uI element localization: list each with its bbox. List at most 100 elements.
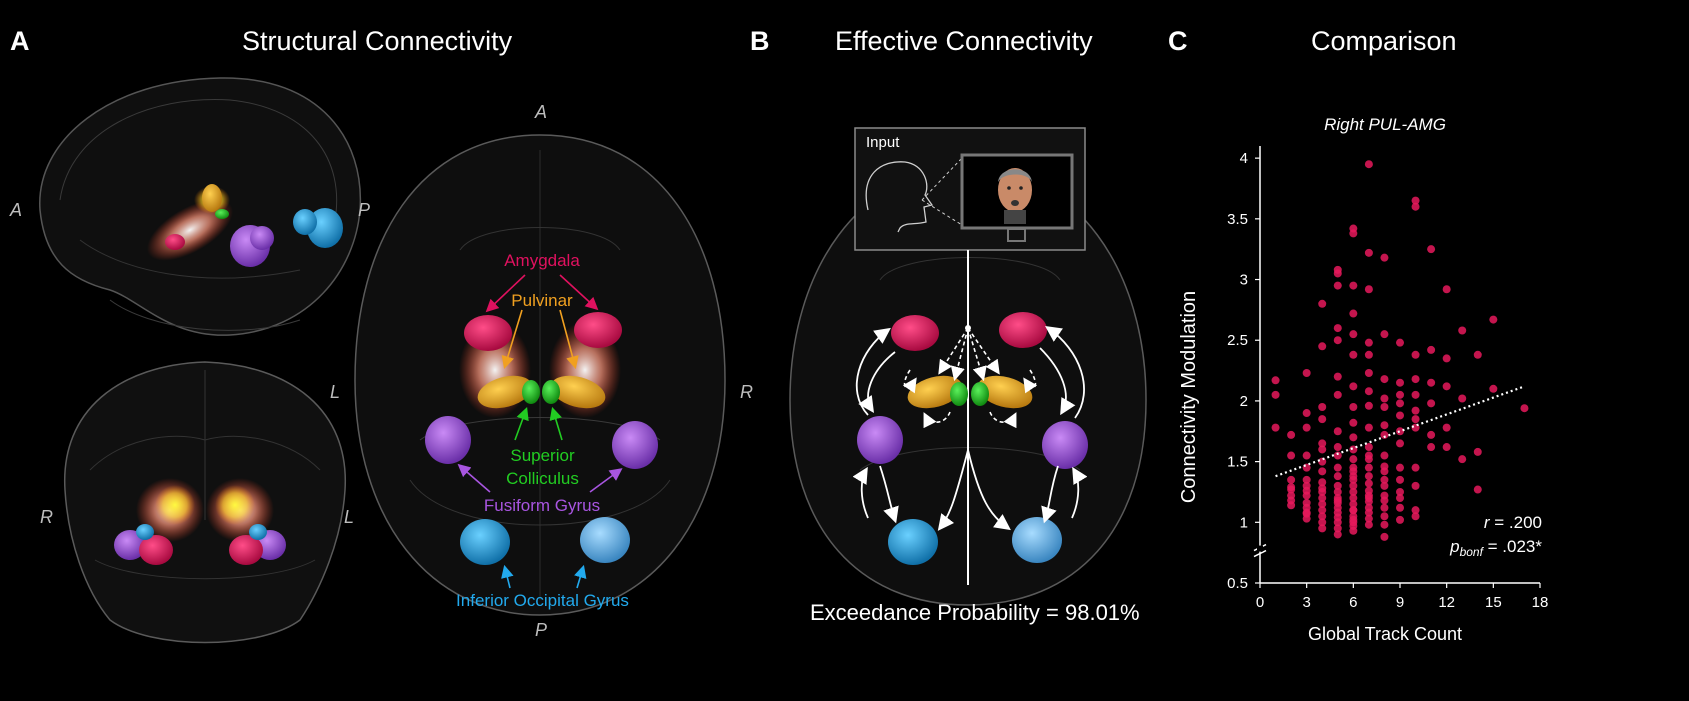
- scatter-point: [1364, 401, 1373, 410]
- scatter-point: [1458, 455, 1467, 464]
- y-tick-label: 2.5: [1227, 332, 1248, 349]
- scatter-point: [1349, 515, 1358, 524]
- scatter-point: [1364, 350, 1373, 359]
- x-axis-label: Global Track Count: [1308, 624, 1462, 644]
- scatter-point: [1411, 350, 1420, 359]
- scatter-point: [1302, 475, 1311, 484]
- y-tick-label: 4: [1240, 150, 1248, 167]
- scatter-point: [1349, 402, 1358, 411]
- scatter-point: [1380, 512, 1389, 521]
- scatter-point: [1349, 330, 1358, 339]
- scatter-point: [1333, 324, 1342, 333]
- axial-anterior-label: A: [535, 102, 548, 122]
- scatter-point: [1411, 481, 1420, 490]
- x-tick-label: 18: [1532, 594, 1549, 611]
- panel-a-letter: A: [10, 26, 30, 56]
- trend-line: [1275, 385, 1525, 478]
- scatter-point: [1473, 350, 1482, 359]
- scatter-point: [1364, 520, 1373, 529]
- sagittal-anterior-label: A: [10, 200, 23, 220]
- scatter-point: [1318, 415, 1327, 424]
- scatter-point: [1364, 514, 1373, 523]
- r-statistic: r = .200: [1484, 513, 1542, 532]
- scatter-point: [1318, 500, 1327, 509]
- scatter-point: [1333, 530, 1342, 539]
- scatter-point: [1302, 423, 1311, 432]
- scatter-point: [1396, 390, 1404, 399]
- scatter-point: [1302, 451, 1311, 460]
- scatter-point: [1411, 196, 1420, 205]
- scatter-point: [1380, 532, 1389, 541]
- scatter-point: [1380, 402, 1389, 411]
- scatter-point: [1318, 506, 1327, 515]
- coronal-brain-view: [64, 361, 346, 644]
- x-tick-label: 3: [1302, 594, 1310, 611]
- scatter-point: [1364, 479, 1373, 488]
- coronal-left-label: L: [344, 507, 355, 527]
- scatter-point: [1380, 430, 1389, 439]
- scatter-point: [1318, 342, 1327, 351]
- sagittal-brain-view: [39, 77, 362, 336]
- scatter-point: [1333, 336, 1342, 345]
- scatter-point: [1318, 478, 1327, 487]
- scatter-point: [1333, 427, 1342, 436]
- left-sc-node: [950, 382, 968, 406]
- scatter-point: [1427, 245, 1436, 254]
- fusiform-gyrus-label: Fusiform Gyrus: [483, 496, 601, 515]
- scatter-point: [1380, 375, 1389, 384]
- scatter-point: [1364, 443, 1373, 452]
- pulvinar-label: Pulvinar: [511, 291, 573, 310]
- superior-colliculus-label: Superior Colliculus: [506, 446, 579, 488]
- scatter-point: [1333, 472, 1342, 481]
- scatter-point: [1411, 512, 1420, 521]
- scatter-point: [1396, 503, 1404, 512]
- solid-connections: [852, 325, 1088, 531]
- head-profile-icon: [865, 161, 934, 233]
- scatter-point: [1302, 486, 1311, 495]
- scatter-point: [1318, 494, 1327, 503]
- scatter-point: [1458, 394, 1467, 403]
- input-label: Input: [866, 134, 900, 151]
- scatter-point: [1364, 494, 1373, 503]
- right-sc-node: [971, 382, 989, 406]
- scatter-point: [1411, 415, 1420, 424]
- scatter-point: [1349, 382, 1358, 391]
- scatter-point: [1364, 248, 1373, 257]
- scatter-point: [1489, 384, 1498, 393]
- scatter-point: [1333, 443, 1342, 452]
- scatter-point: [1364, 368, 1373, 377]
- scatter-point: [1396, 494, 1404, 503]
- scatter-point: [1411, 406, 1420, 415]
- scatter-point: [1473, 485, 1482, 494]
- axis-break-gap: [1257, 545, 1263, 552]
- scatter-point: [1427, 399, 1436, 408]
- scatter-point: [1396, 439, 1404, 448]
- scatter-point: [1364, 160, 1373, 169]
- scatter-point: [1380, 394, 1389, 403]
- scatter-point: [1380, 496, 1389, 505]
- scatter-point: [1333, 281, 1342, 290]
- scatter-point: [1349, 481, 1358, 490]
- dashed-connections: [902, 325, 1038, 429]
- y-tick-label: 1: [1240, 514, 1248, 531]
- scatter-point: [1287, 485, 1296, 494]
- face-stimulus-icon: [998, 168, 1032, 212]
- panel-a-title: Structural Connectivity: [242, 26, 513, 56]
- scatter-point: [1364, 338, 1373, 347]
- scatter-point: [1442, 382, 1451, 391]
- scatter-point: [1333, 372, 1342, 381]
- scatter-point: [1333, 518, 1342, 527]
- scatter-point: [1333, 463, 1342, 472]
- scatter-point: [1318, 512, 1327, 521]
- scatter-point: [1318, 457, 1327, 466]
- right-pulvinar-node: [977, 375, 1033, 409]
- x-tick-label: 9: [1396, 594, 1404, 611]
- scatter-point: [1442, 285, 1451, 294]
- scatter-point: [1271, 376, 1280, 385]
- scatter-point: [1380, 475, 1389, 484]
- x-tick-label: 0: [1256, 594, 1264, 611]
- panel-b-title: Effective Connectivity: [835, 26, 1093, 56]
- scatter-point: [1411, 202, 1420, 211]
- scatter-point: [1349, 506, 1358, 515]
- y-tick-label: 3: [1240, 272, 1248, 289]
